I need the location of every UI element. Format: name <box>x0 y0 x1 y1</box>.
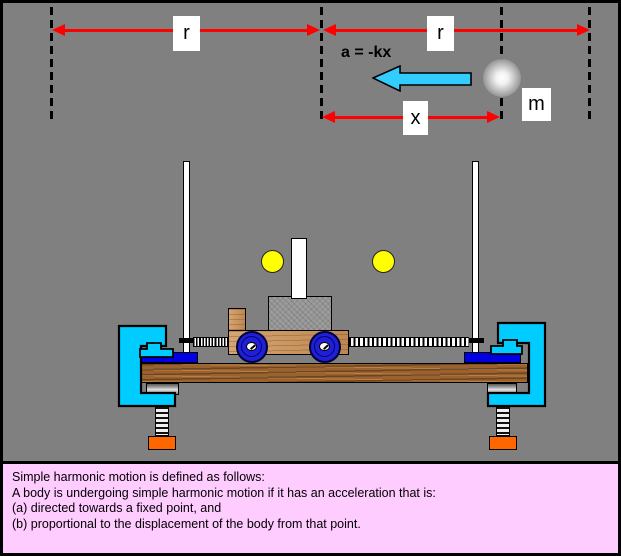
marker-dot-right <box>372 250 395 273</box>
spring-left <box>193 337 229 347</box>
arrowhead-left-icon <box>52 24 65 36</box>
dashed-line-left-limit <box>50 7 53 124</box>
g-clamp-right <box>486 321 547 408</box>
cart-wheel-right <box>309 331 341 363</box>
label-x: x <box>403 101 428 135</box>
cart-upright <box>228 308 246 332</box>
clamp-screw-right <box>496 406 510 436</box>
marker-dot-left <box>261 250 284 273</box>
wheel-ring <box>313 335 335 357</box>
label-m: m <box>522 88 551 121</box>
arrowhead-left-icon <box>322 111 335 123</box>
wheel-hub <box>246 342 257 351</box>
stand-rod-left <box>183 161 190 356</box>
diagram-area: r r x m a = -kx <box>3 3 618 461</box>
amplitude-arrow-right <box>323 24 590 38</box>
dashed-line-equilibrium <box>320 7 323 124</box>
mass-ball <box>483 59 521 97</box>
spring-anchor-right <box>468 338 484 343</box>
label-r-left: r <box>173 16 200 51</box>
plunger-rod <box>291 238 307 299</box>
clamp-handle-right <box>489 436 517 450</box>
wheel-axle <box>322 344 329 350</box>
definition-line-1: Simple harmonic motion is defined as fol… <box>12 470 265 484</box>
stand-rod-right <box>472 161 479 356</box>
wheel-ring <box>240 335 262 357</box>
spring-right <box>349 337 469 347</box>
arrow-shaft <box>333 29 580 32</box>
acceleration-arrow-icon <box>372 65 472 92</box>
dashed-line-right-limit <box>588 7 591 124</box>
arrowhead-right-icon <box>487 111 500 123</box>
arrowhead-right-icon <box>307 24 320 36</box>
definition-box: Simple harmonic motion is defined as fol… <box>3 461 618 553</box>
arrowhead-left-icon <box>323 24 336 36</box>
definition-line-3: (a) directed towards a fixed point, and <box>12 501 222 515</box>
definition-line-4: (b) proportional to the displacement of … <box>12 516 361 531</box>
acceleration-equation: a = -kx <box>341 44 392 61</box>
base-board <box>138 363 528 383</box>
cart-wheel-left <box>236 331 268 363</box>
clamp-handle-left <box>148 436 176 450</box>
g-clamp-left <box>117 324 177 408</box>
arrowhead-right-icon <box>577 24 590 36</box>
cart-mass-block <box>268 296 332 331</box>
wheel-axle <box>249 344 256 350</box>
definition-line-2: A body is undergoing simple harmonic mot… <box>12 485 436 500</box>
label-r-right: r <box>427 16 454 51</box>
spring-anchor-left <box>179 338 195 343</box>
clamp-screw-left <box>155 406 169 436</box>
wheel-hub <box>319 342 330 351</box>
